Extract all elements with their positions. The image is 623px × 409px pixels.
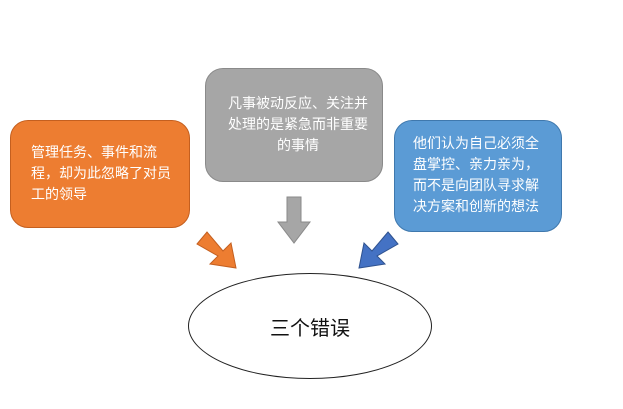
center-ellipse: 三个错误 <box>188 273 432 379</box>
orange-box-text: 管理任务、事件和流程，却为此忽略了对员工的领导 <box>31 144 171 203</box>
gray-arrow <box>276 196 312 244</box>
center-text: 三个错误 <box>270 315 350 340</box>
orange-box: 管理任务、事件和流程，却为此忽略了对员工的领导 <box>10 120 190 228</box>
blue-box: 他们认为自己必须全盘掌控、亲力亲为，而不是向团队寻求解决方案和创新的想法 <box>394 120 562 232</box>
blue-box-text: 他们认为自己必须全盘掌控、亲力亲为，而不是向团队寻求解决方案和创新的想法 <box>413 136 539 215</box>
blue-arrow <box>358 231 399 269</box>
gray-box: 凡事被动反应、关注并处理的是紧急而非重要的事情 <box>205 68 383 182</box>
orange-arrow <box>196 231 237 269</box>
gray-box-text: 凡事被动反应、关注并处理的是紧急而非重要的事情 <box>228 95 368 154</box>
